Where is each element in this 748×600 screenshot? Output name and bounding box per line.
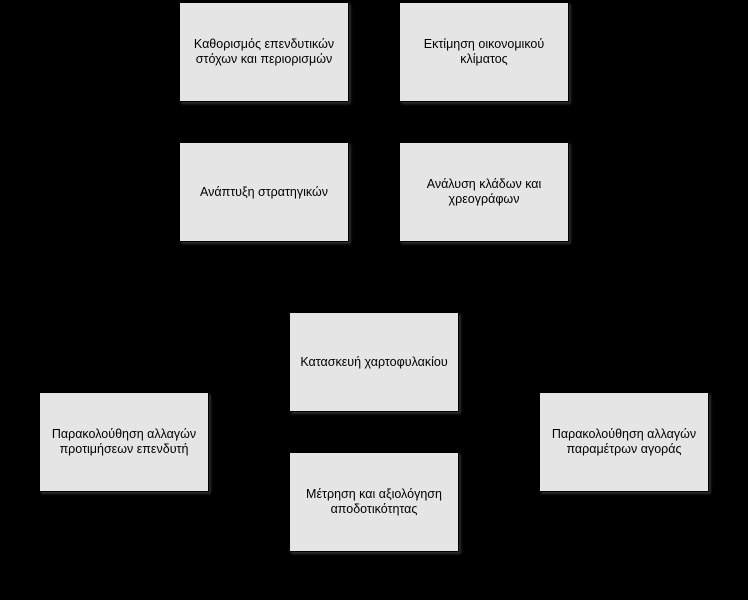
box-label: Καθορισμός επενδυτικών στόχων και περιορ… [193,37,335,66]
box-sector-analysis: Ανάλυση κλάδων και χρεογράφων [399,142,569,242]
box-label: Παρακολούθηση αλλαγών προτιμήσεων επενδυ… [51,427,197,456]
box-label: Μέτρηση και αξιολόγηση αποδοτικότητας [306,487,442,516]
box-label: Εκτίμηση οικονομικού κλίματος [423,37,545,66]
box-label: Ανάλυση κλάδων και χρεογράφων [426,177,542,206]
box-investment-goals: Καθορισμός επενδυτικών στόχων και περιορ… [179,2,349,102]
box-investor-preferences: Παρακολούθηση αλλαγών προτιμήσεων επενδυ… [39,392,209,492]
box-market-parameters: Παρακολούθηση αλλαγών παραμέτρων αγοράς [539,392,709,492]
box-label: Παρακολούθηση αλλαγών παραμέτρων αγοράς [551,427,697,456]
box-performance-evaluation: Μέτρηση και αξιολόγηση αποδοτικότητας [289,452,459,552]
box-label: Κατασκευή χαρτοφυλακίου [300,354,448,369]
box-label: Ανάπτυξη στρατηγικών [199,184,329,199]
box-portfolio-construction: Κατασκευή χαρτοφυλακίου [289,312,459,412]
box-economic-climate: Εκτίμηση οικονομικού κλίματος [399,2,569,102]
box-strategy-development: Ανάπτυξη στρατηγικών [179,142,349,242]
